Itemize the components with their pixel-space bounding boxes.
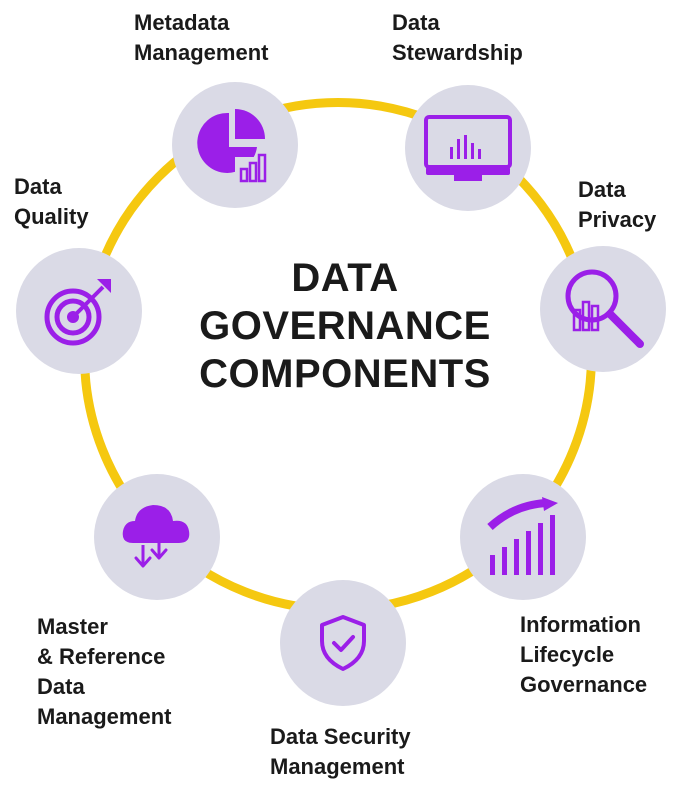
node-data-security: [280, 580, 406, 706]
node-information-lifecycle: [460, 474, 586, 600]
node-data-stewardship: [405, 85, 531, 211]
node-data-quality: [16, 248, 142, 374]
label-data-privacy: Data Privacy: [578, 177, 657, 232]
label-data-stewardship: Data Stewardship: [392, 10, 523, 65]
shield-check-icon: [320, 615, 366, 671]
target-arrow-icon: [44, 279, 111, 346]
label-metadata-management: Metadata Management: [134, 10, 269, 65]
node-master-reference: [94, 474, 220, 600]
label-master-reference: Master & Reference Data Management: [37, 614, 172, 729]
cloud-download-icon: [122, 505, 190, 568]
pie-chart-bar-icon: [197, 109, 271, 183]
title-line-1: DATA: [291, 256, 399, 300]
growth-chart-icon: [487, 497, 558, 575]
magnifier-chart-icon: [565, 269, 644, 348]
monitor-chart-icon: [424, 115, 512, 181]
label-data-security: Data Security Management: [270, 724, 411, 779]
title-line-3: COMPONENTS: [199, 352, 491, 396]
node-data-privacy: [540, 246, 666, 372]
label-data-quality: Data Quality: [14, 174, 89, 229]
node-metadata-management: [172, 82, 298, 208]
label-information-lifecycle: Information Lifecycle Governance: [520, 612, 648, 697]
title-line-2: GOVERNANCE: [199, 304, 491, 348]
diagram-title: DATA GOVERNANCE COMPONENTS: [160, 254, 530, 398]
